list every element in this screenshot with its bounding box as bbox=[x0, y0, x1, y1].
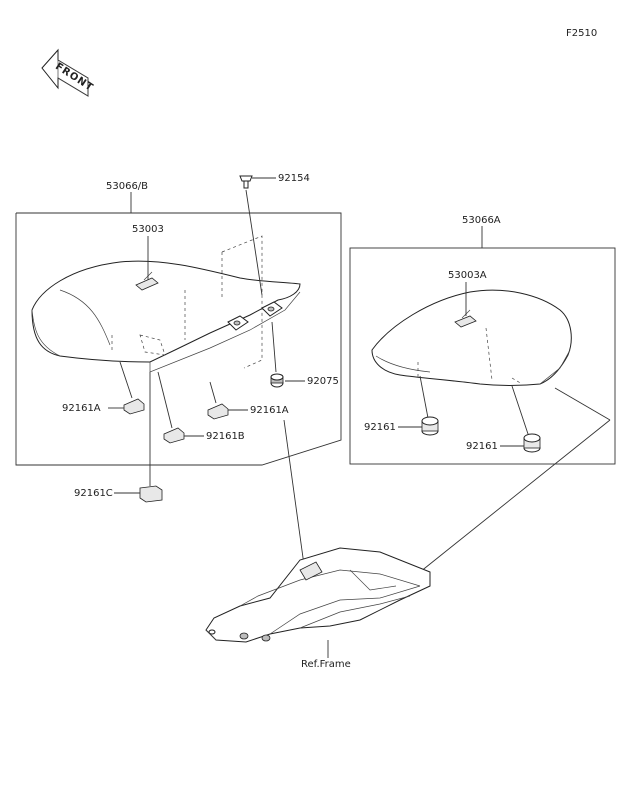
front-arrow-icon: FRONT bbox=[41, 48, 95, 97]
rear-frame bbox=[205, 419, 431, 643]
rider-seat-box bbox=[15, 212, 342, 466]
label-92161B: 92161B bbox=[206, 431, 245, 442]
rider-seat bbox=[31, 260, 301, 373]
label-53003A: 53003A bbox=[448, 270, 487, 281]
damper-92161A-right bbox=[207, 403, 229, 420]
pillion-seat-group: 53066A 53003A 92161 92 bbox=[349, 215, 616, 581]
rider-seat-group: 53066/B 53003 92154 bbox=[15, 173, 342, 503]
damper-92161A-left bbox=[123, 398, 145, 415]
label-ref-frame: Ref.Frame bbox=[301, 659, 351, 670]
label-53066B: 53066/B bbox=[106, 181, 148, 192]
label-92161-lower: 92161 bbox=[466, 441, 498, 452]
figure-code: F2510 bbox=[566, 28, 597, 39]
bolt-92154 bbox=[239, 175, 253, 189]
damper-92161C bbox=[139, 485, 163, 503]
pillion-seat-box bbox=[349, 247, 616, 465]
pillion-seat bbox=[371, 289, 572, 386]
damper-92161B bbox=[163, 427, 185, 444]
damper-92161-lower bbox=[523, 433, 541, 453]
label-53003: 53003 bbox=[132, 224, 164, 235]
label-92154: 92154 bbox=[278, 173, 310, 184]
label-92075: 92075 bbox=[307, 376, 339, 387]
label-53066A: 53066A bbox=[462, 215, 501, 226]
label-92161A-left: 92161A bbox=[62, 403, 101, 414]
label-92161A-right: 92161A bbox=[250, 405, 289, 416]
damper-92161-upper bbox=[421, 416, 439, 436]
label-92161C: 92161C bbox=[74, 488, 113, 499]
grommet-92075 bbox=[270, 373, 284, 388]
label-92161-upper: 92161 bbox=[364, 422, 396, 433]
